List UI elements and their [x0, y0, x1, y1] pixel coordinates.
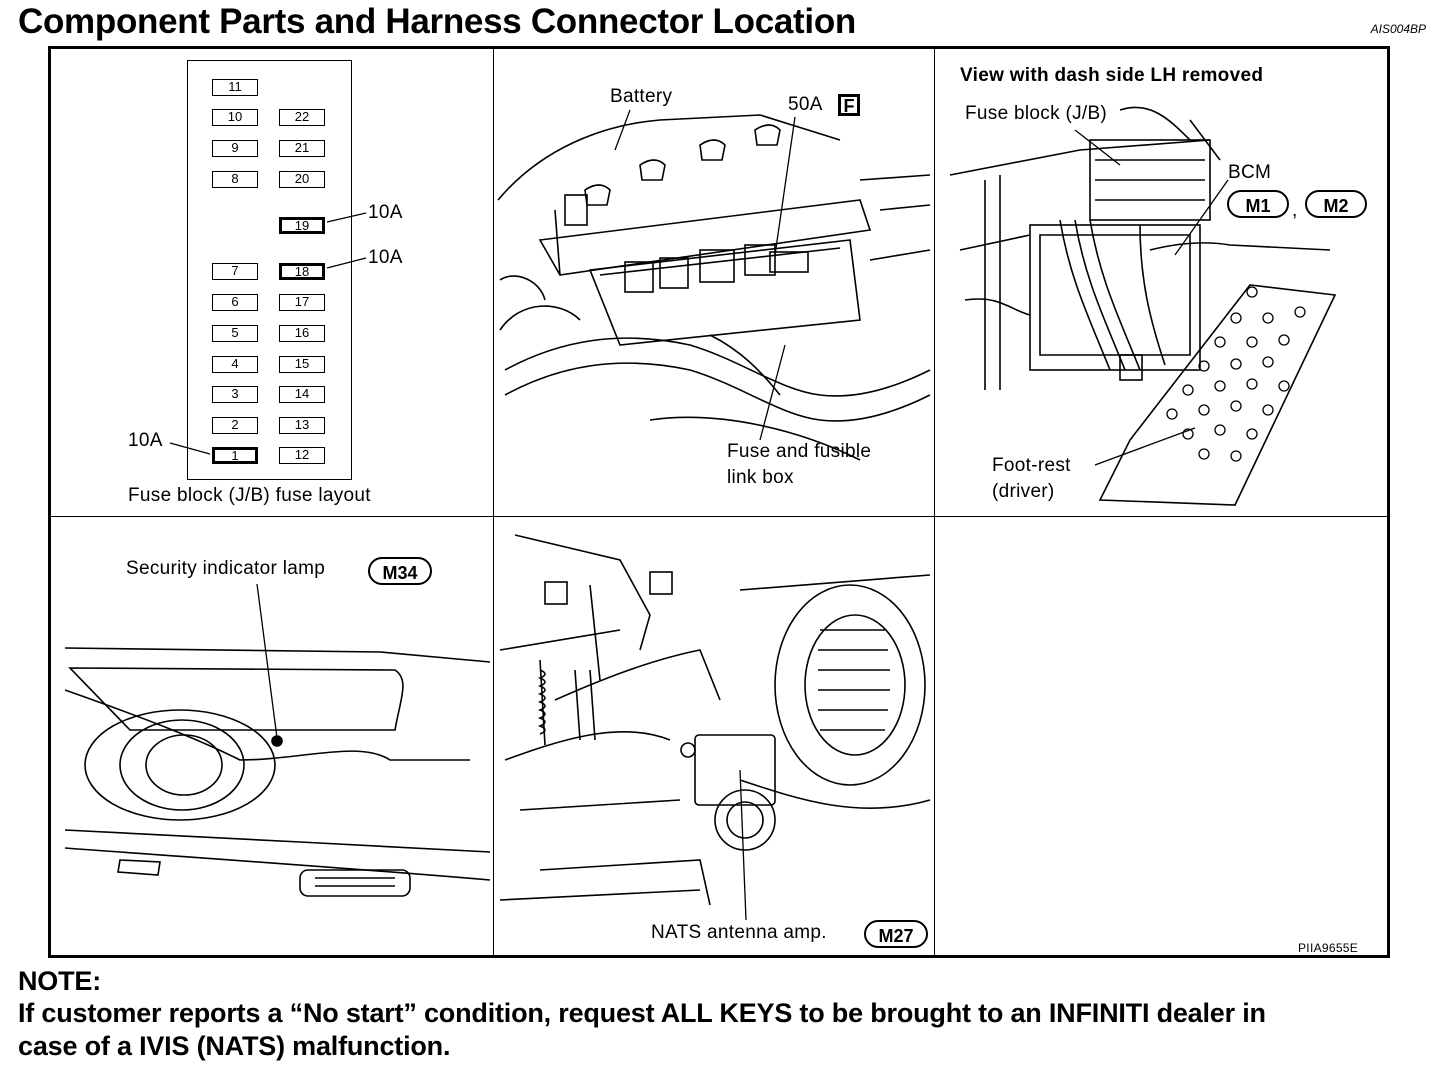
fuse-22: 22	[279, 109, 325, 126]
connector-m1: M1	[1227, 190, 1289, 218]
steering-column-drawing	[499, 534, 931, 906]
fuse-20: 20	[279, 171, 325, 188]
page-title: Component Parts and Harness Connector Lo…	[18, 2, 856, 41]
divider-horizontal	[50, 516, 1388, 517]
fuse-18: 18	[279, 263, 325, 280]
fuse-10: 10	[212, 109, 258, 126]
fuse-4: 4	[212, 356, 258, 373]
fuse-19-rating: 10A	[368, 202, 403, 223]
connector-m2: M2	[1305, 190, 1367, 218]
fuse-18-rating: 10A	[368, 247, 403, 268]
security-lamp-label: Security indicator lamp	[126, 558, 326, 579]
battery-drawing	[497, 114, 931, 461]
instrument-panel-drawing	[64, 647, 491, 897]
fuse-6: 6	[212, 294, 258, 311]
note-line-1: If customer reports a “No start” conditi…	[18, 998, 1266, 1028]
leader-lines	[169, 109, 1229, 921]
fuse-14: 14	[279, 386, 325, 403]
bcm-label: BCM	[1228, 162, 1272, 183]
fuse-5: 5	[212, 325, 258, 342]
fuse-17: 17	[279, 294, 325, 311]
fuse-21: 21	[279, 140, 325, 157]
fusible-link-letter: F	[838, 94, 860, 116]
fuse-block-label: Fuse block (J/B)	[965, 103, 1108, 124]
document-code: AIS004BP	[1370, 22, 1426, 36]
fuse-8: 8	[212, 171, 258, 188]
foot-rest-label-line2: (driver)	[992, 481, 1055, 502]
fuse-9: 9	[212, 140, 258, 157]
fuse-1-rating: 10A	[128, 430, 163, 451]
note-line-2: case of a IVIS (NATS) malfunction.	[18, 1031, 451, 1061]
figure-code: PIIA9655E	[1298, 941, 1359, 955]
note-heading: NOTE:	[18, 966, 101, 996]
bcm-panel-heading: View with dash side LH removed	[960, 65, 1264, 86]
fuse-13: 13	[279, 417, 325, 434]
fuse-19: 19	[279, 217, 325, 234]
foot-rest-holes	[1166, 286, 1306, 462]
fuse-2: 2	[212, 417, 258, 434]
fuse-1: 1	[212, 447, 258, 464]
battery-label: Battery	[610, 86, 673, 107]
fuse-box-label-line1: Fuse and fusible	[727, 441, 872, 462]
fuse-7: 7	[212, 263, 258, 280]
bcm-drawing	[949, 106, 1337, 506]
divider-vertical-2	[934, 48, 935, 956]
fuse-3: 3	[212, 386, 258, 403]
fuse-15: 15	[279, 356, 325, 373]
fusible-link-label: 50A	[788, 94, 823, 115]
connector-m34: M34	[368, 557, 432, 585]
divider-vertical-1	[493, 48, 494, 956]
diagram-frame	[48, 46, 1390, 958]
connector-separator: ,	[1292, 200, 1298, 221]
fuse-16: 16	[279, 325, 325, 342]
connector-m27: M27	[864, 920, 928, 948]
fuse-12: 12	[279, 447, 325, 464]
nats-antenna-label: NATS antenna amp.	[651, 922, 827, 943]
fuse-layout-caption: Fuse block (J/B) fuse layout	[128, 485, 371, 506]
fuse-11: 11	[212, 79, 258, 96]
fuse-box-label-line2: link box	[727, 467, 794, 488]
foot-rest-label-line1: Foot-rest	[992, 455, 1071, 476]
fuse-block-outline	[187, 60, 352, 480]
